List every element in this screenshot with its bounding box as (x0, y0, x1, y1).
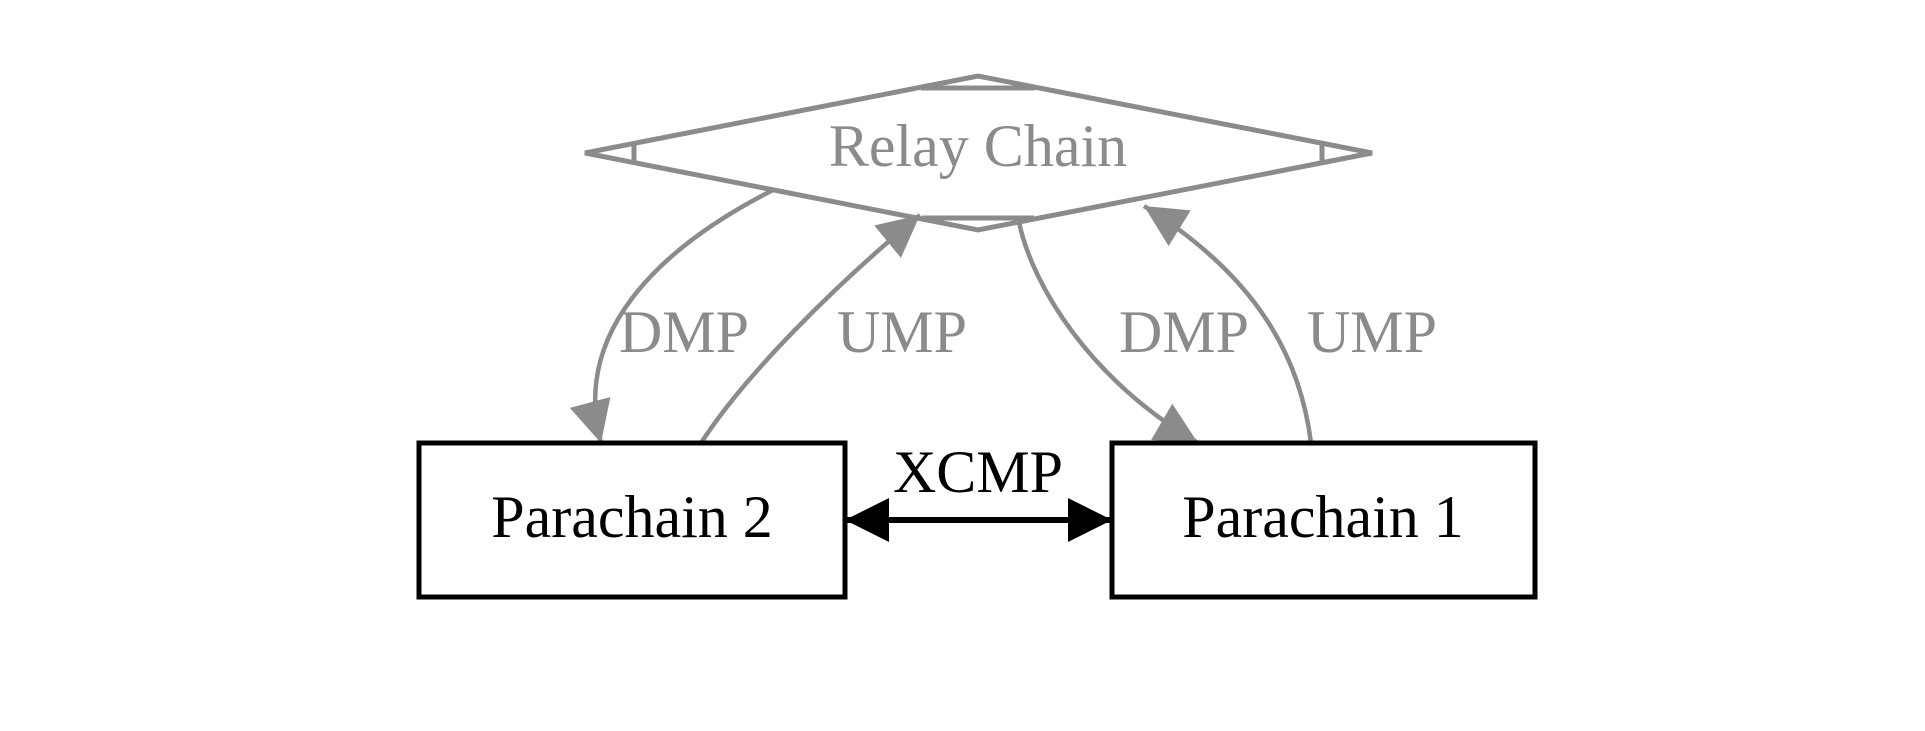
dmp-left-label: DMP (619, 299, 749, 365)
dmp-right-arrow (1016, 221, 1200, 445)
ump-right-label: UMP (1307, 299, 1437, 365)
parachain-1-box (1109, 440, 1538, 600)
relay-chain-diamond (584, 73, 1373, 233)
xcmp-label: XCMP (893, 439, 1063, 505)
parachain-1-node: Parachain 1 (1109, 440, 1538, 600)
relay-chain-label: Relay Chain (829, 113, 1127, 179)
parachain-2-label: Parachain 2 (491, 484, 773, 550)
ump-right-arrow (1142, 204, 1314, 444)
edge-ump-from-parachain1: UMP (1142, 204, 1437, 444)
ump-left-arrow (699, 213, 922, 445)
parachain-1-label: Parachain 1 (1182, 484, 1464, 550)
parachain-2-box (416, 440, 848, 600)
relay-chain-node: Relay Chain (584, 73, 1373, 233)
parachain-2-node: Parachain 2 (416, 440, 848, 600)
dmp-left-arrow (569, 187, 775, 444)
ump-left-label: UMP (837, 299, 967, 365)
edge-dmp-to-parachain2: DMP (569, 187, 775, 444)
edge-ump-from-parachain2: UMP (699, 213, 967, 445)
edge-dmp-to-parachain1: DMP (1016, 221, 1249, 445)
edge-xcmp: XCMP (845, 439, 1112, 542)
dmp-right-label: DMP (1119, 299, 1249, 365)
